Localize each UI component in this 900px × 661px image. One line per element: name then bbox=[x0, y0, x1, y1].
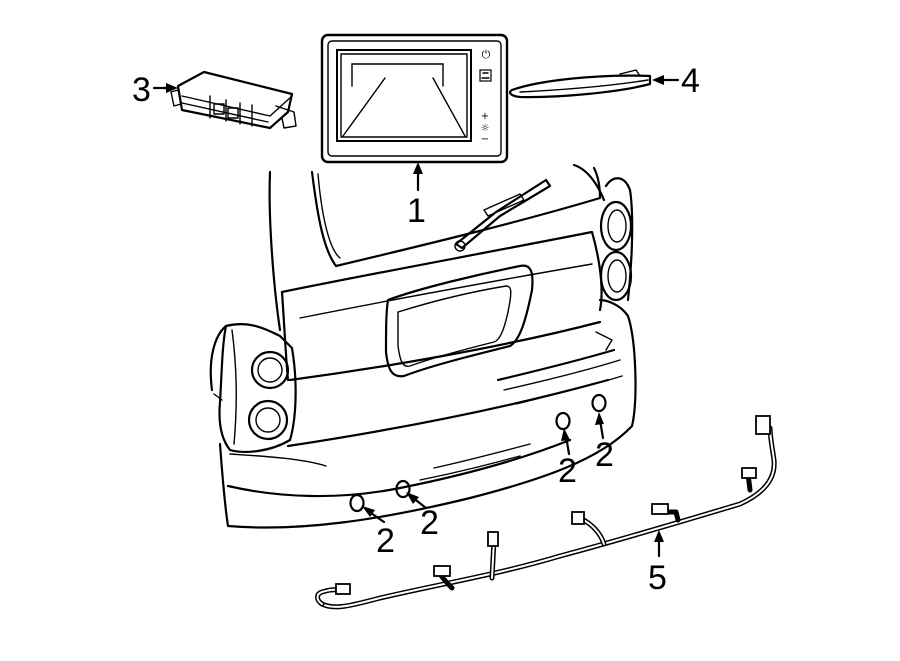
sensor-4 bbox=[591, 393, 607, 413]
parking-sensor-wiring-harness bbox=[315, 415, 777, 610]
callout-4-label: 4 bbox=[681, 62, 700, 100]
callout-2-c: 2 bbox=[558, 452, 577, 490]
harness-connector-5 bbox=[651, 503, 669, 515]
harness-connector-1 bbox=[335, 583, 351, 595]
sensor-2 bbox=[395, 479, 411, 499]
callout-1-label: 1 bbox=[407, 192, 426, 230]
callout-3: 3 bbox=[132, 71, 178, 109]
parking-sensors bbox=[349, 393, 607, 513]
vehicle-rear-body bbox=[209, 163, 637, 529]
plus-label: + bbox=[481, 111, 489, 122]
sensor-3 bbox=[555, 411, 571, 431]
callout-5-label: 5 bbox=[648, 559, 667, 597]
callout-1: 1 bbox=[407, 162, 426, 230]
callout-2-a: 2 bbox=[376, 522, 395, 560]
minus-label: − bbox=[481, 134, 489, 145]
callout-3-label: 3 bbox=[132, 71, 151, 109]
power-icon: ⏻ bbox=[482, 48, 491, 61]
brightness-icon: ☼ bbox=[481, 123, 490, 134]
harness-connector-2 bbox=[433, 565, 451, 577]
sensor-1 bbox=[349, 493, 365, 513]
harness-connector-3 bbox=[487, 531, 499, 547]
callout-2-b: 2 bbox=[420, 504, 439, 542]
callout-2-d: 2 bbox=[595, 436, 614, 474]
callout-5: 5 bbox=[648, 530, 667, 597]
harness-connector-7 bbox=[755, 415, 771, 435]
callout-4: 4 bbox=[652, 62, 700, 100]
harness-connector-6 bbox=[741, 467, 757, 479]
camera-mode-icon bbox=[479, 69, 492, 82]
display-trim-bezel bbox=[509, 69, 652, 99]
harness-connector-4 bbox=[571, 511, 585, 525]
callout-2-group: 2 2 2 2 bbox=[362, 412, 614, 560]
parking-aid-control-module bbox=[170, 70, 297, 130]
rear-camera-display-monitor: ⏻ + ☼ − bbox=[320, 33, 509, 164]
